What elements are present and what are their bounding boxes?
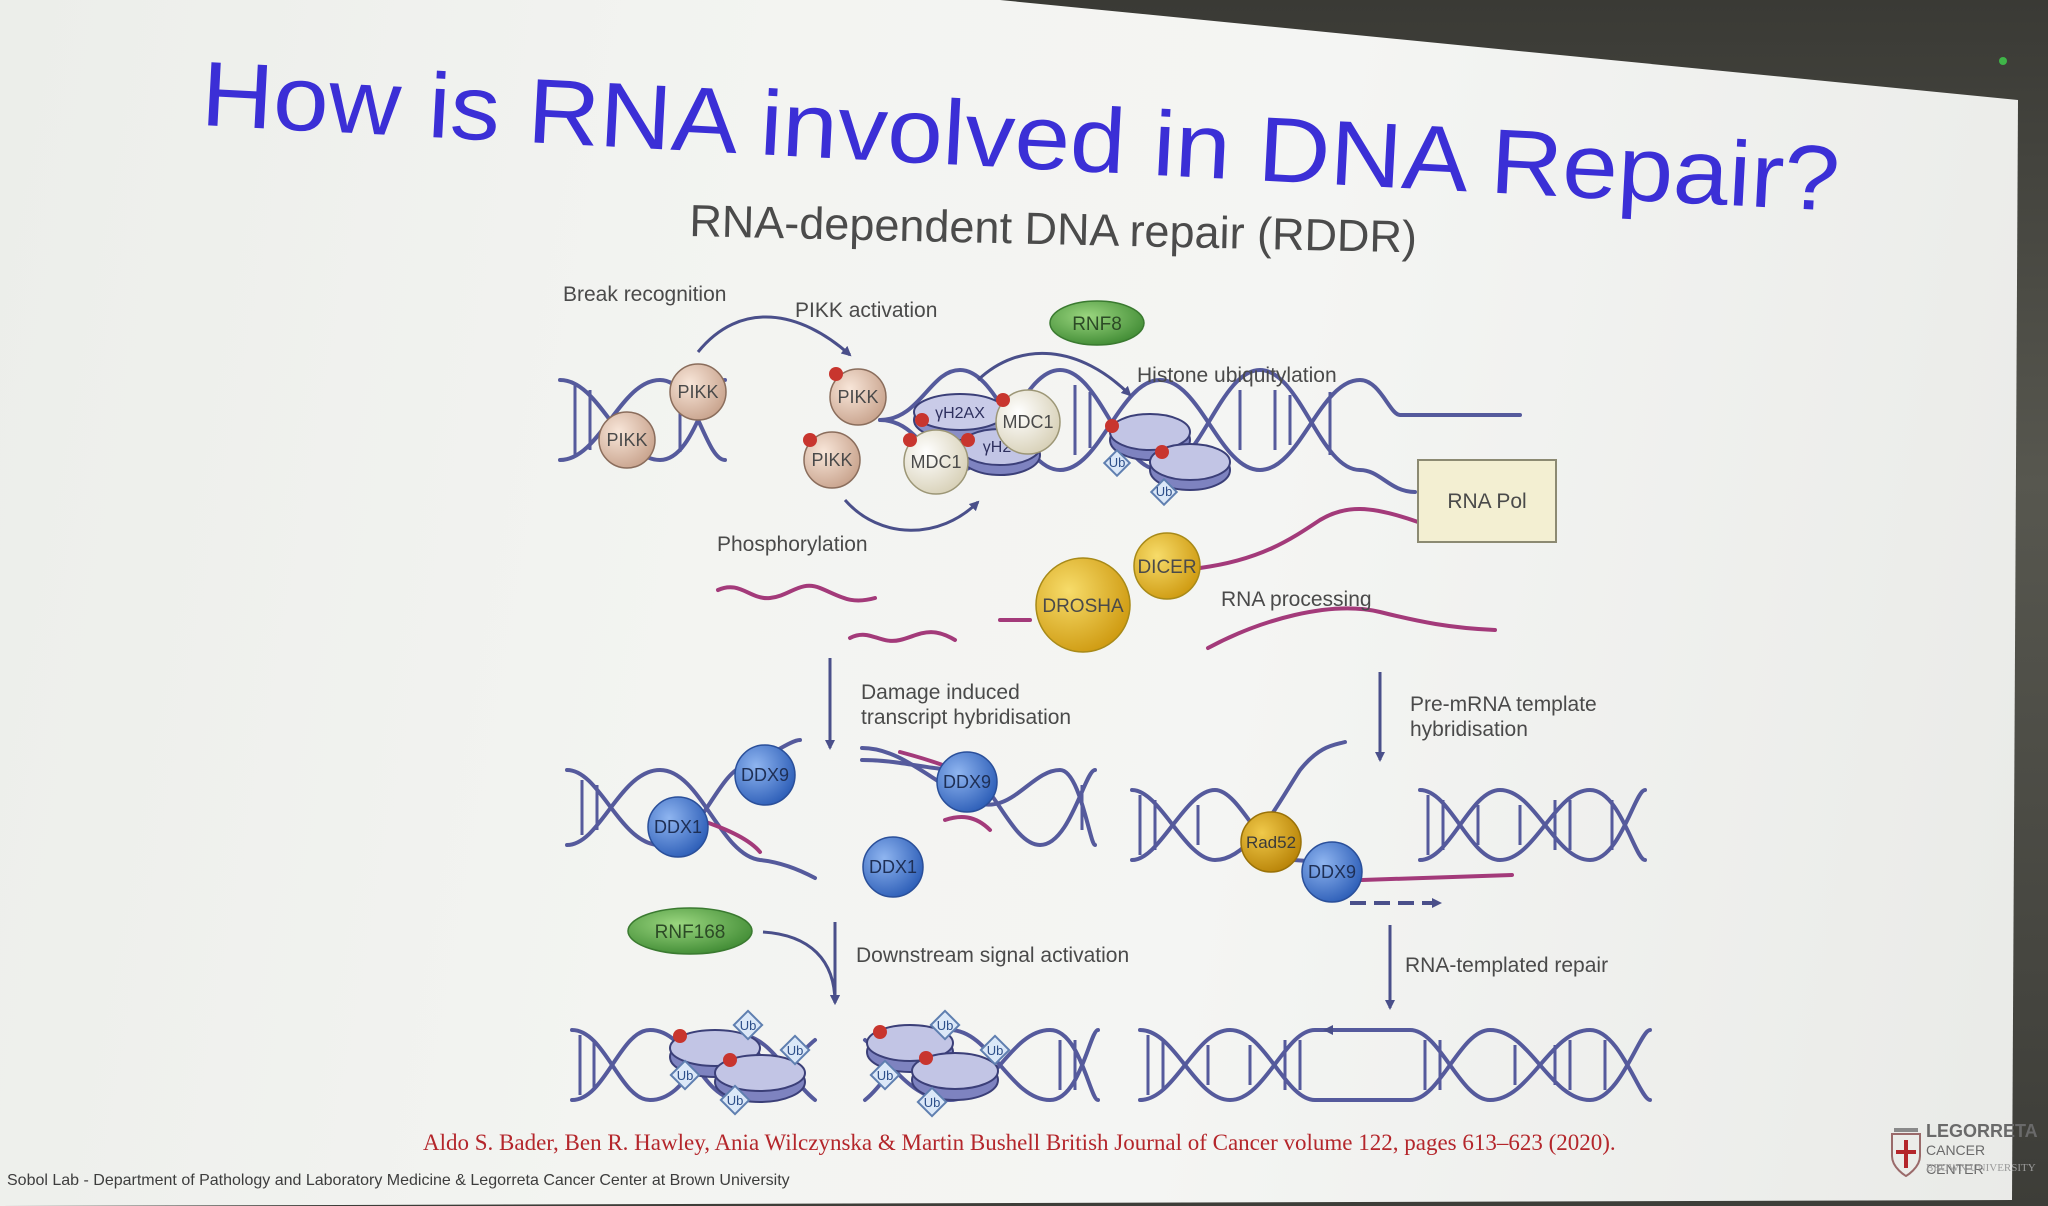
ddx1-label: DDX1 — [869, 857, 917, 877]
ub-label: Ub — [987, 1043, 1004, 1058]
ddx9-label: DDX9 — [943, 772, 991, 792]
label-downstream-signal: Downstream signal activation — [856, 944, 1130, 967]
ub-label: Ub — [740, 1018, 757, 1033]
label-rna-templated-repair: RNA-templated repair — [1405, 954, 1609, 977]
legorreta-logo: LEGORRETA CANCER CENTER BROWN UNIVERSITY — [1890, 1122, 2040, 1182]
ddx9-label: DDX9 — [1308, 862, 1356, 882]
ddx-helicases — [647, 744, 1363, 903]
rad52-protein — [1240, 811, 1302, 873]
dicer-label: DICER — [1137, 557, 1196, 578]
ub-label: Ub — [877, 1068, 894, 1083]
ub-label: Ub — [1156, 484, 1173, 499]
rna-pol-box — [1417, 459, 1557, 543]
ddx1-label: DDX1 — [654, 817, 702, 837]
dna-base-pairs — [573, 385, 1614, 1095]
label-phosphorylation: Phosphorylation — [717, 533, 868, 556]
label-pre-mrna-line1: Pre-mRNA template — [1410, 693, 1597, 716]
slide-title-svg: How is RNA involved in DNA Repair? — [199, 43, 1842, 231]
drosha-label: DROSHA — [1042, 596, 1124, 617]
citation: Aldo S. Bader, Ben R. Hawley, Ania Wilcz… — [423, 1130, 1616, 1155]
logo-line1: LEGORRETA — [1926, 1121, 2038, 1141]
rnf168-ellipse — [627, 907, 753, 955]
pikk-proteins — [598, 363, 887, 489]
rna-processing-enzymes — [1035, 532, 1201, 653]
flow-arrows — [696, 315, 1395, 1010]
mdc1-proteins — [903, 389, 1061, 495]
logo-line2: CANCER CENTER — [1926, 1142, 1986, 1177]
ddx9-label: DDX9 — [741, 765, 789, 785]
ub-label: Ub — [677, 1068, 694, 1083]
pikk-label: PIKK — [837, 387, 878, 407]
ub-label: Ub — [1109, 455, 1126, 470]
ub-label: Ub — [937, 1018, 954, 1033]
label-damage-induced-line2: transcript hybridisation — [861, 706, 1072, 729]
shield-icon — [1891, 1128, 1921, 1178]
ub-label: Ub — [924, 1095, 941, 1110]
ubiquitin-tags — [669, 448, 1179, 1118]
pikk-label: PIKK — [606, 430, 647, 450]
rna-pol-label: RNA Pol — [1447, 490, 1526, 513]
phosphate-marks — [673, 367, 1169, 1067]
rnf8-ellipse — [1049, 300, 1145, 346]
gh2ax-label-1: γH2AX — [935, 405, 985, 422]
label-pikk-activation: PIKK activation — [795, 299, 938, 322]
ubiquitin-labels: Ub Ub Ub Ub Ub Ub Ub Ub Ub Ub — [677, 455, 1173, 1110]
label-pre-mrna-line2: hybridisation — [1410, 718, 1528, 741]
projector-indicator-light — [1999, 57, 2007, 65]
label-damage-induced: Damage induced transcript hybridisation — [861, 680, 1071, 730]
mdc1-label: MDC1 — [1002, 412, 1053, 432]
label-break-recognition: Break recognition — [563, 283, 727, 306]
label-damage-induced-line1: Damage induced — [861, 681, 1020, 704]
rnf168-label: RNF168 — [655, 922, 726, 943]
mdc1-label: MDC1 — [910, 452, 961, 472]
ub-label: Ub — [727, 1093, 744, 1108]
pikk-label: PIKK — [811, 450, 852, 470]
lab-footer: Sobol Lab - Department of Pathology and … — [7, 1172, 790, 1189]
rnf8-label: RNF8 — [1072, 314, 1122, 335]
label-histone-ubiquitylation: Histone ubiquitylation — [1137, 364, 1337, 387]
rad52-label: Rad52 — [1246, 833, 1296, 852]
histone-nucleosomes: γH2AX γH2 — [669, 393, 1231, 1103]
label-pre-mrna: Pre-mRNA template hybridisation — [1410, 692, 1597, 742]
label-rna-processing: RNA processing — [1221, 588, 1372, 611]
pikk-label: PIKK — [677, 382, 718, 402]
ub-label: Ub — [787, 1043, 804, 1058]
logo-line3: BROWN UNIVERSITY — [1926, 1162, 2036, 1174]
